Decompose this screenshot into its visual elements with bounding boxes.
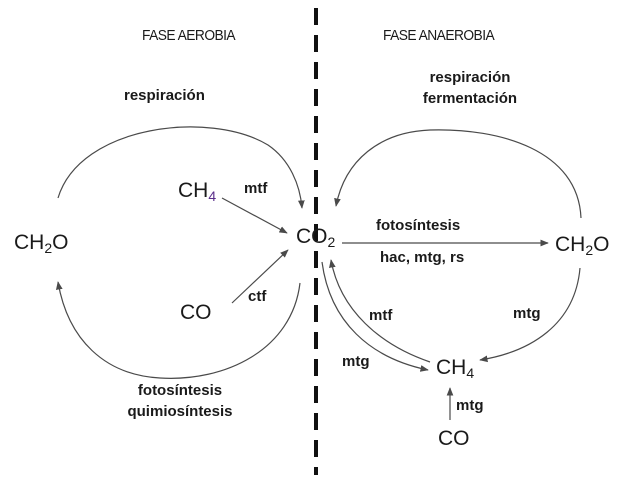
compound-ch2o-left: CH2O [14,231,69,256]
label-ctf-left: ctf [248,288,267,305]
compound-ch4-left: CH4 [178,179,217,204]
process-respiration-anaerobic-line1: respiración [429,69,511,86]
process-chemosynthesis-aerobic-line2: quimiosíntesis [127,403,233,420]
phase-anaerobic-title: FASE ANAEROBIA [383,27,495,44]
arrow-respiration-left [57,126,305,209]
arrow-ch2o-to-ch4 [479,267,581,363]
compound-co2-center: CO2 [296,225,336,250]
process-respiration-aerobic: respiración [124,87,205,104]
arrow-respiration-right [334,129,582,219]
label-mtg-right-arc: mtg [513,305,541,322]
process-fermentation-anaerobic-line2: fermentación [422,90,518,107]
arrow-co2-to-ch4-right [321,261,429,372]
arrow-photosynthesis-left [55,281,301,379]
process-photosynthesis-aerobic: fotosíntesis quimiosíntesis [114,383,246,419]
compound-ch4-right: CH4 [436,356,475,381]
label-mtg-left-arc: mtg [342,353,370,370]
label-mtf-left: mtf [244,180,268,197]
arrow-ch4-to-co2-right [329,259,431,363]
compound-co-left: CO [180,301,212,324]
label-mtf-right: mtf [369,307,393,324]
compound-ch2o-right: CH2O [555,233,610,258]
phase-aerobic-title: FASE AEROBIA [142,27,236,44]
process-respiration-anaerobic: respiración fermentación [404,70,536,106]
process-photosynthesis-aerobic-line1: fotosíntesis [137,382,223,399]
compound-co-right: CO [438,427,470,450]
arrow-ch4-to-co2 [221,197,288,234]
process-hac-mtg-rs: hac, mtg, rs [380,249,465,266]
arrow-co-to-co2 [231,249,289,304]
label-mtg-bottom: mtg [456,397,484,414]
process-photosynthesis-center: fotosíntesis [376,217,461,234]
